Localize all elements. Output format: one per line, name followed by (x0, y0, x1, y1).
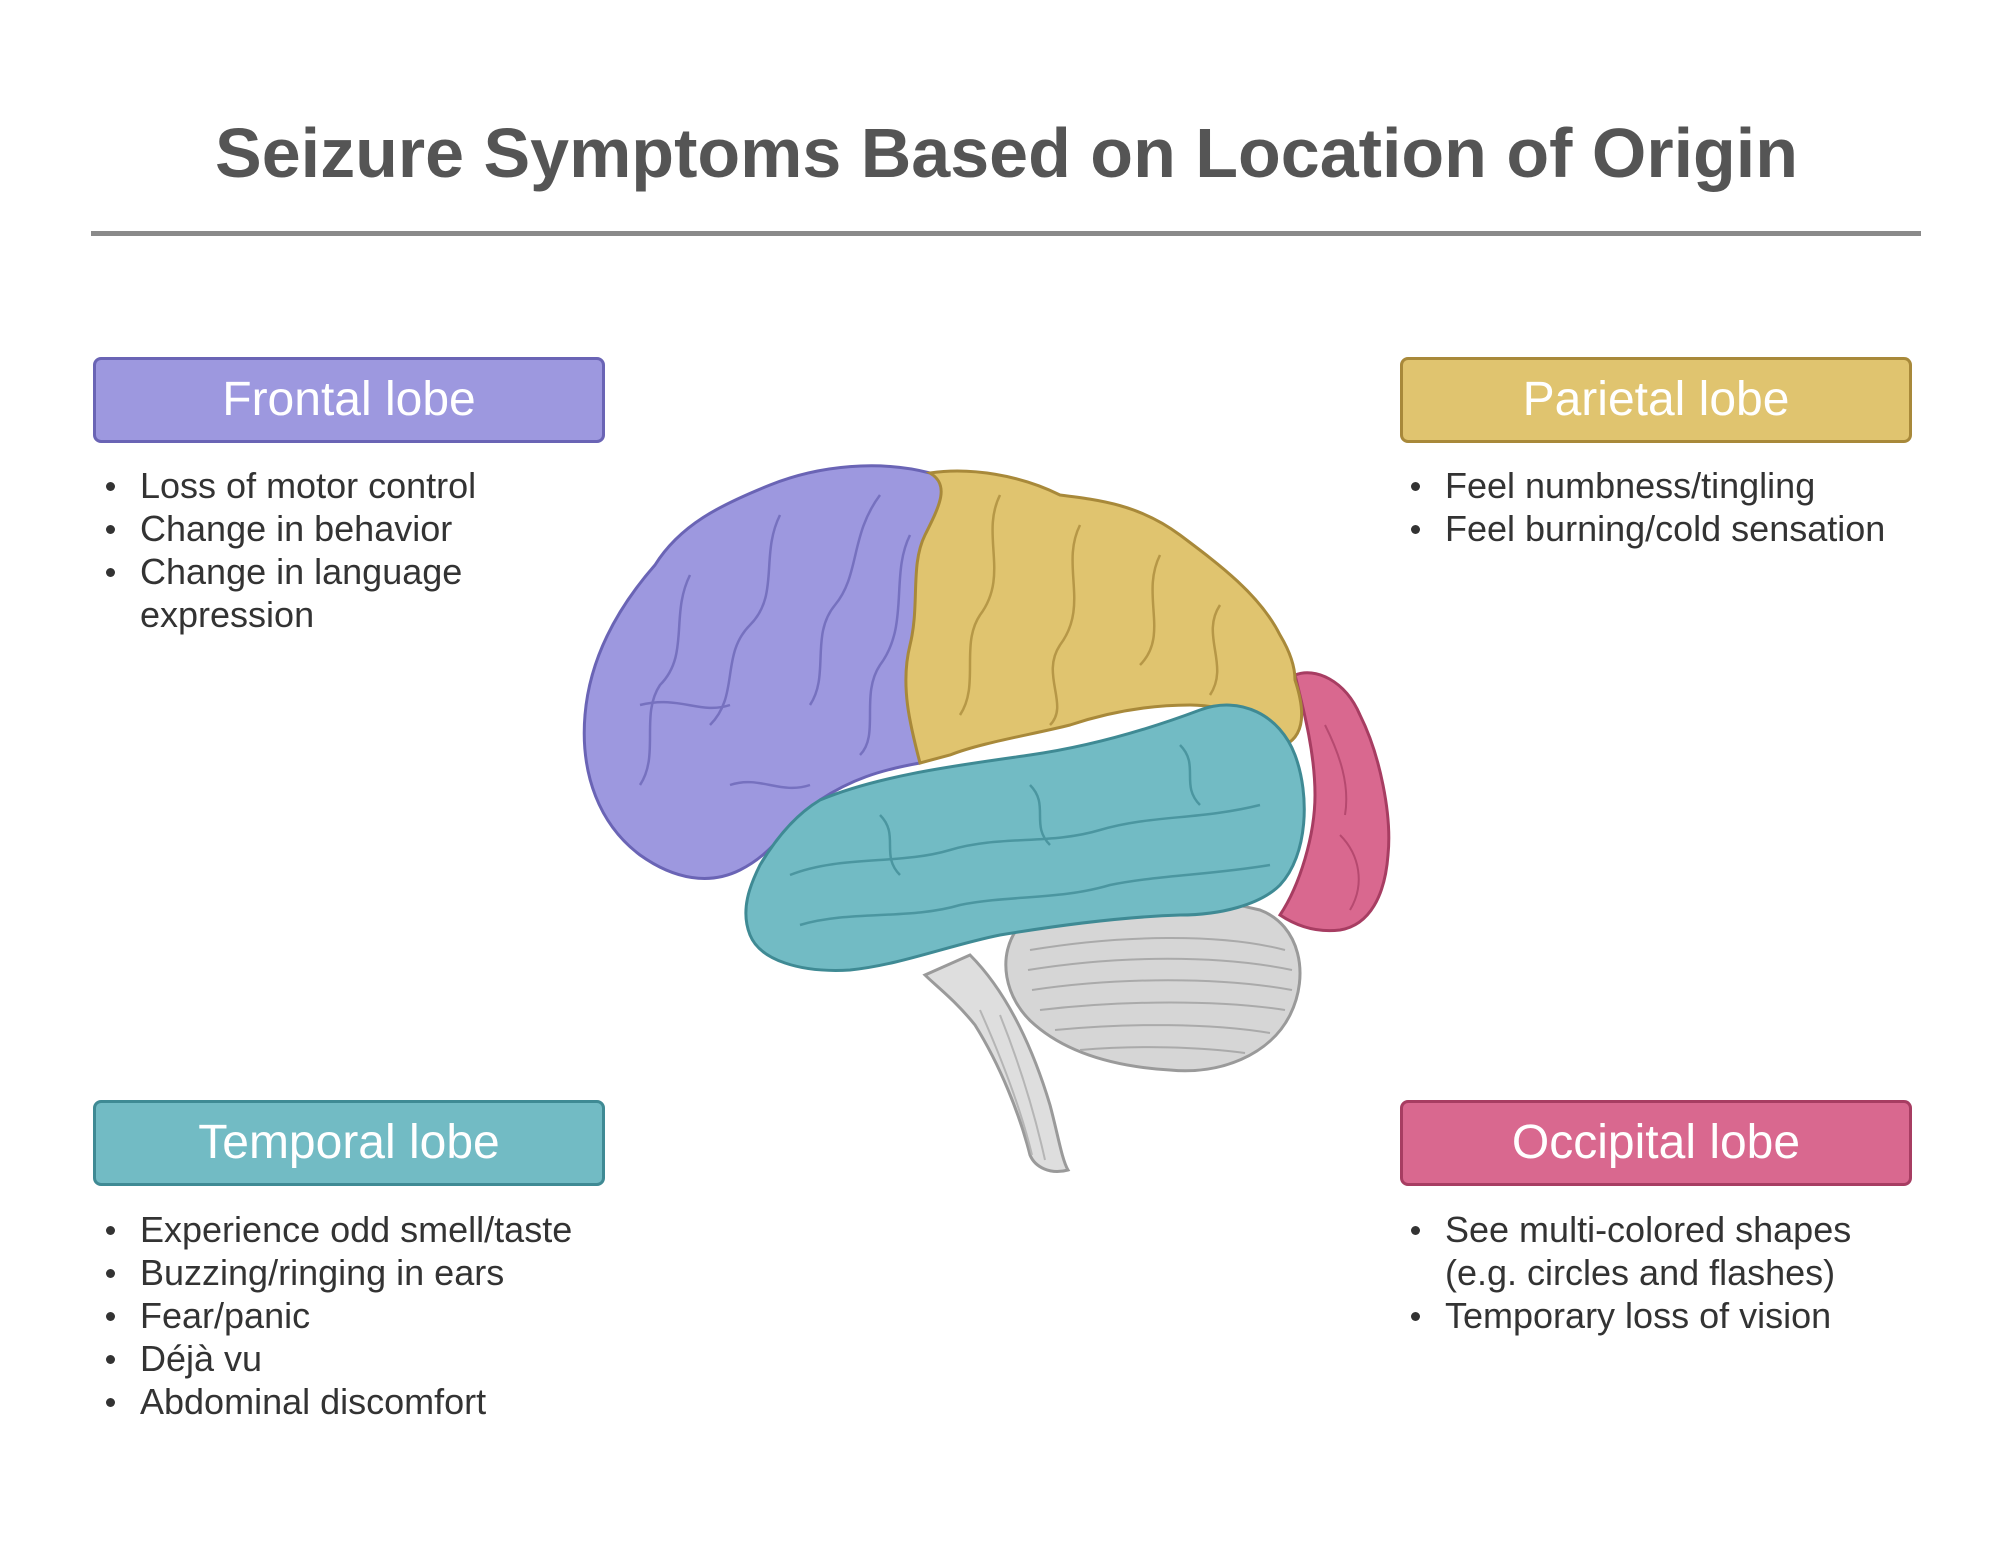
list-item: Abdominal discomfort (106, 1380, 700, 1423)
list-item: Temporary loss of vision (1411, 1294, 1925, 1337)
temporal-symptom-list: Experience odd smell/taste Buzzing/ringi… (93, 1208, 700, 1423)
page-title: Seizure Symptoms Based on Location of Or… (215, 114, 1798, 192)
temporal-lobe-region (744, 703, 1306, 972)
parietal-lobe-label: Parietal lobe (1400, 357, 1912, 443)
frontal-lobe-label: Frontal lobe (93, 357, 605, 443)
list-item: Déjà vu (106, 1337, 700, 1380)
list-item: See multi-colored shapes (e.g. circles a… (1411, 1208, 1925, 1294)
list-item: Feel burning/cold sensation (1411, 507, 2000, 550)
list-item: Change in behavior (106, 507, 600, 550)
frontal-symptom-list: Loss of motor control Change in behavior… (93, 464, 600, 636)
list-item: Feel numbness/tingling (1411, 464, 2000, 507)
brain-stem (922, 953, 1071, 1173)
list-item: Loss of motor control (106, 464, 600, 507)
occipital-symptom-list: See multi-colored shapes (e.g. circles a… (1398, 1208, 1925, 1337)
occipital-lobe-label: Occipital lobe (1400, 1100, 1912, 1186)
title-divider (91, 231, 1921, 236)
list-item: Fear/panic (106, 1294, 700, 1337)
parietal-symptom-list: Feel numbness/tingling Feel burning/cold… (1398, 464, 2000, 550)
brain-illustration (582, 464, 1391, 1173)
temporal-lobe-label: Temporal lobe (93, 1100, 605, 1186)
occipital-lobe-region (1277, 671, 1391, 933)
list-item: Experience odd smell/taste (106, 1208, 700, 1251)
list-item: Buzzing/ringing in ears (106, 1251, 700, 1294)
list-item: Change in language expression (106, 550, 600, 636)
